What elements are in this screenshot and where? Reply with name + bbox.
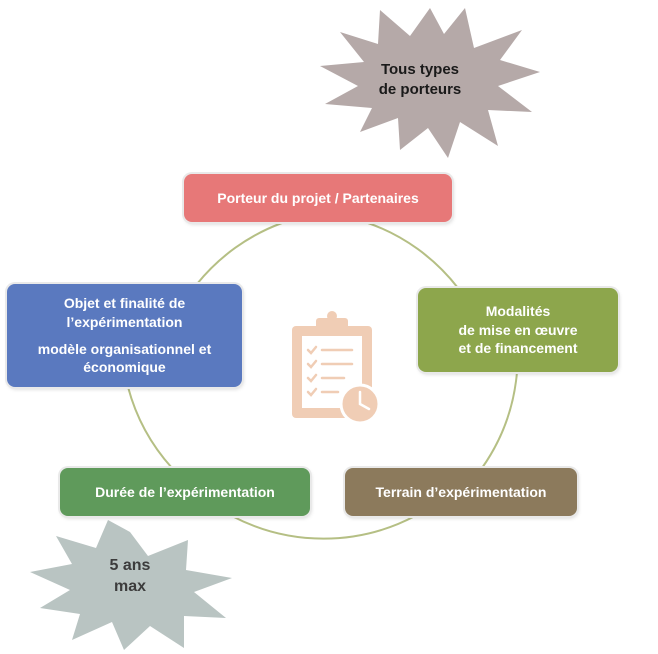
- callout-bottom-line1: 5 ans: [109, 557, 151, 574]
- node-duree-label: Durée de l’expérimentation: [95, 483, 275, 500]
- node-modalites-line2: de mise en œuvre: [458, 321, 578, 338]
- node-objet-line1: Objet et finalité de: [63, 294, 186, 311]
- clipboard-checklist-clock-icon: [292, 311, 381, 425]
- callout-bottom-label: 5 ans max: [70, 556, 190, 598]
- node-objet-line3: modèle organisationnel et: [37, 340, 212, 357]
- ring-arc-modalites-terrain: [481, 371, 518, 469]
- node-porteur-label: Porteur du projet / Partenaires: [217, 189, 419, 206]
- ring-arc-duree-terrain: [231, 515, 416, 540]
- callout-top-label: Tous types de porteurs: [340, 60, 500, 99]
- node-modalites-line1: Modalités: [485, 302, 551, 319]
- node-modalites: Modalités de mise en œuvre et de finance…: [418, 288, 618, 372]
- node-terrain-label: Terrain d’expérimentation: [375, 483, 547, 500]
- callout-top-line2: de porteurs: [378, 80, 462, 98]
- node-porteur-du-projet: Porteur du projet / Partenaires: [184, 174, 452, 222]
- callout-top-line1: Tous types: [380, 61, 460, 78]
- node-objet-et-finalite: Objet et finalité de l’expérimentation m…: [7, 284, 242, 387]
- starburst-top: [320, 8, 540, 158]
- node-objet-line4: économique: [83, 359, 166, 376]
- ring-arc-porteur-modalites: [367, 222, 459, 289]
- node-duree: Durée de l’expérimentation: [60, 468, 310, 516]
- ring-arc-objet-duree: [127, 386, 173, 469]
- node-objet-line2: l’expérimentation: [66, 313, 183, 330]
- node-terrain: Terrain d’expérimentation: [345, 468, 577, 516]
- ring-arc-porteur-objet: [196, 222, 283, 285]
- callout-bottom-line2: max: [113, 577, 147, 595]
- cycle-ring: [127, 222, 518, 540]
- starburst-bottom: [30, 520, 232, 650]
- node-modalites-line3: et de financement: [458, 340, 578, 357]
